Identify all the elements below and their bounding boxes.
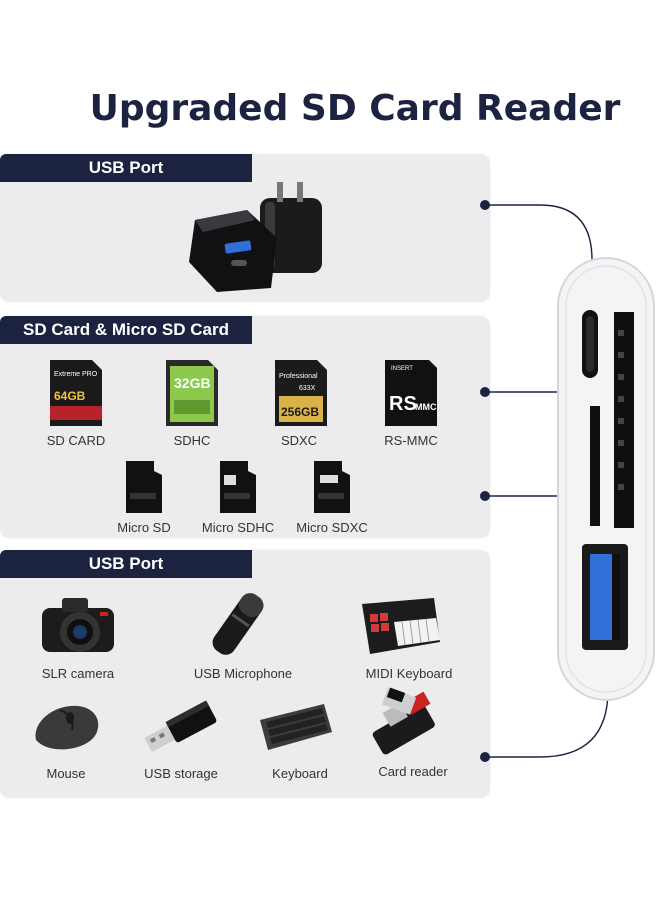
- sdhc-card-icon: 32GB: [166, 360, 218, 431]
- card-reader-device: [556, 256, 656, 707]
- sd-card-extreme-pro-icon: Extreme PRO 64GB: [50, 360, 102, 431]
- midi-keyboard-label: MIDI Keyboard: [365, 666, 453, 681]
- micro-sdhc-label: Micro SDHC: [201, 520, 275, 535]
- sd-card-label: SD CARD: [46, 433, 106, 448]
- sdhc-capacity-text: 32GB: [174, 375, 211, 391]
- usb-port-tab-label: USB Port: [88, 554, 164, 573]
- page-title: Upgraded SD Card Reader: [89, 88, 621, 129]
- mouse-icon: [30, 700, 102, 761]
- usb-charger-icon: [185, 180, 330, 297]
- usb-microphone-icon: [200, 588, 276, 665]
- sdxc-capacity-text: 256GB: [281, 405, 319, 419]
- sdxc-brand-text: Professional: [279, 373, 318, 380]
- usb-port-tab-top-label: USB Port: [88, 158, 164, 177]
- sdxc-label: SDXC: [280, 433, 318, 448]
- midi-keyboard-icon: [360, 596, 442, 663]
- slr-camera-icon: [40, 594, 116, 661]
- micro-sd-slot: [590, 406, 600, 526]
- card-reader-label: Card reader: [378, 764, 448, 779]
- micro-sd-card-icon: [126, 461, 162, 518]
- sdhc-label: SDHC: [173, 433, 211, 448]
- micro-sdhc-card-icon: [220, 461, 256, 518]
- keyboard-label: Keyboard: [272, 766, 328, 781]
- usb-storage-icon: [140, 700, 220, 761]
- sd-card-capacity-text: 64GB: [54, 389, 86, 403]
- connector-line-usb: [485, 689, 609, 758]
- sd-card-tab: SD Card & Micro SD Card: [0, 316, 252, 344]
- rs-mmc-insert-text: INSERT: [391, 366, 413, 372]
- sdxc-card-icon: Professional 633X 256GB: [275, 360, 327, 431]
- connector-dot-sd: [480, 387, 490, 397]
- connector-dot-usb: [480, 752, 490, 762]
- usb-port-panel: USB Port SLR camera USB Microphone: [0, 550, 490, 798]
- micro-sd-label: Micro SD: [117, 520, 171, 535]
- connector-dot-top: [480, 200, 490, 210]
- sdxc-speed-text: 633X: [299, 385, 316, 392]
- usb-port-tab-top: USB Port: [0, 154, 252, 182]
- sd-card-panel: SD Card & Micro SD Card Extreme PRO 64GB…: [0, 316, 490, 538]
- usb-port-panel-top: USB Port: [0, 154, 490, 302]
- rs-mmc-card-icon: INSERT RS MMC: [385, 360, 437, 431]
- rs-mmc-rs-text: RS: [389, 393, 417, 415]
- card-reader-icon: [362, 686, 446, 765]
- connector-line-top: [485, 204, 593, 300]
- usb-microphone-label: USB Microphone: [193, 666, 293, 681]
- usb-storage-label: USB storage: [144, 766, 218, 781]
- sd-card-brand-text: Extreme PRO: [54, 371, 98, 378]
- rs-mmc-label: RS-MMC: [384, 433, 438, 448]
- mouse-label: Mouse: [46, 766, 86, 781]
- keyboard-icon: [258, 700, 334, 761]
- usb-port-tab: USB Port: [0, 550, 252, 578]
- micro-sdxc-card-icon: [314, 461, 350, 518]
- sd-card-tab-label: SD Card & Micro SD Card: [23, 320, 229, 339]
- micro-sdxc-label: Micro SDXC: [296, 520, 368, 535]
- slr-camera-label: SLR camera: [41, 666, 115, 681]
- rs-mmc-mmc-text: MMC: [415, 402, 437, 412]
- connector-dot-microsd: [480, 491, 490, 501]
